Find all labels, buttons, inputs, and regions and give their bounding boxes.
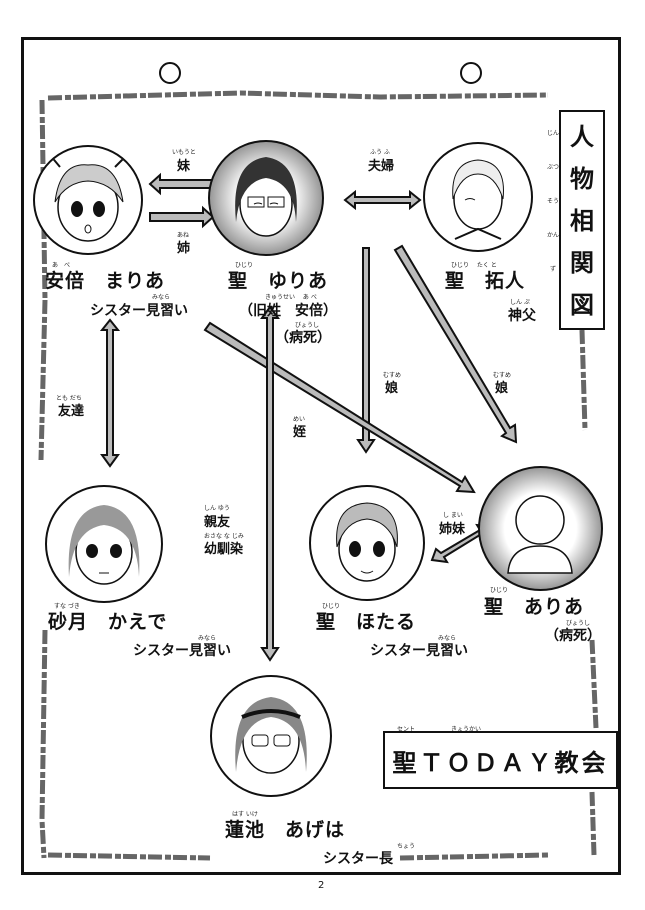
maria-role: シスター見習い — [90, 303, 188, 319]
rel-shimai-ruby: し まい — [443, 512, 463, 519]
aria-silhouette-icon — [507, 495, 573, 574]
maria-name: 安倍 まりあ — [45, 270, 166, 292]
rel-shimai-label: 姉妹 — [439, 522, 466, 537]
title-ruby-3: そう — [547, 198, 560, 205]
aria-note: （病死） — [545, 628, 601, 644]
hotaru-role-ruby: みなら — [438, 635, 457, 642]
portrait-aria — [478, 466, 603, 591]
rel-tomodachi-label: 友達 — [58, 404, 85, 419]
rel-musume2-ruby: むすめ — [493, 372, 512, 379]
church-name-box: 聖ＴＯＤＡＹ教会 — [383, 731, 618, 789]
page-number: 2 — [318, 880, 325, 891]
aria-name: 聖 ありあ — [484, 596, 585, 618]
portrait-takuto — [423, 142, 533, 252]
maria-face-icon — [49, 154, 128, 242]
kaede-role: シスター見習い — [133, 643, 231, 659]
ageha-name: 蓮池 あげは — [225, 819, 346, 841]
arrow-tomodachi — [99, 318, 121, 468]
arrow-musume-hotaru — [356, 247, 376, 454]
rel-ane-ruby: あね — [177, 232, 190, 239]
church-ruby: セント きょうかい — [397, 726, 482, 733]
yuria-note1: （旧姓 安倍） — [239, 303, 337, 319]
yuria-name-ruby: ひじり — [235, 262, 254, 269]
kaede-name: 砂月 かえで — [48, 611, 168, 633]
takuto-role-ruby: しん ぷ — [510, 299, 530, 306]
ageha-role-ruby: ちょう — [397, 843, 416, 850]
takuto-name-ruby: ひじり たく と — [451, 262, 497, 269]
rel-musume1-label: 娘 — [385, 381, 399, 396]
portrait-maria — [33, 145, 143, 255]
inner-border — [38, 90, 599, 861]
rel-shinyuu-label: 親友 — [204, 515, 231, 530]
title-char-2: 物 — [570, 165, 594, 193]
ageha-face-icon — [235, 697, 307, 774]
title-ruby-5: ず — [550, 266, 557, 273]
portrait-kaede — [45, 485, 163, 603]
takuto-role: 神父 — [508, 308, 536, 324]
aria-name-ruby: ひじり — [490, 587, 509, 594]
kaede-role-ruby: みなら — [198, 635, 217, 642]
church-name: 聖ＴＯＤＡＹ教会 — [392, 748, 609, 777]
rel-fuufu-ruby: ふう ふ — [370, 149, 390, 156]
rel-fuufu-label: 夫婦 — [368, 159, 395, 174]
hotaru-role: シスター見習い — [370, 643, 468, 659]
arrow-shinyuu — [260, 305, 280, 662]
maria-name-ruby: あ べ — [52, 262, 71, 269]
takuto-name: 聖 拓人 — [445, 270, 526, 292]
rel-mei-label: 姪 — [293, 425, 307, 440]
maria-role-ruby: みなら — [152, 294, 171, 301]
rel-osananajimi-label: 幼馴染 — [204, 542, 244, 557]
arrow-fuufu — [343, 189, 422, 211]
arrow-ane — [149, 205, 215, 229]
ageha-role: シスター長 — [323, 851, 393, 867]
chart-title-box: 人 物 相 関 図 — [559, 110, 605, 330]
portrait-hotaru — [309, 485, 425, 601]
title-ruby-1: じん — [547, 130, 560, 137]
yuria-note2: （病死） — [275, 330, 331, 346]
title-char-1: 人 — [570, 123, 594, 151]
binder-hole-right — [460, 62, 482, 84]
rel-ane-label: 姉 — [177, 241, 191, 256]
portrait-yuria — [208, 140, 324, 256]
page-frame — [21, 37, 621, 875]
rel-musume2-label: 娘 — [495, 381, 509, 396]
rel-musume1-ruby: むすめ — [383, 372, 402, 379]
hotaru-name: 聖 ほたる — [316, 611, 417, 633]
hotaru-name-ruby: ひじり — [322, 603, 341, 610]
portrait-ageha — [210, 675, 332, 797]
title-char-3: 相 — [570, 207, 594, 235]
rel-imouto-ruby: いもうと — [172, 149, 196, 156]
hotaru-face-icon — [336, 502, 398, 582]
kaede-name-ruby: すな づき — [54, 603, 80, 610]
ageha-name-ruby: はす いけ — [232, 811, 258, 818]
yuria-note1-ruby: きゅうせい あ べ — [265, 294, 317, 301]
title-char-5: 図 — [570, 291, 594, 319]
arrow-musume-aria — [393, 244, 518, 444]
rel-imouto-label: 妹 — [177, 159, 191, 174]
yuria-note2-ruby: びょうし — [295, 322, 320, 329]
takuto-face-icon — [452, 159, 504, 240]
title-char-4: 関 — [570, 249, 594, 277]
kaede-face-icon — [68, 505, 140, 585]
title-ruby-4: かん — [547, 232, 560, 239]
rel-tomodachi-ruby: とも だち — [56, 395, 82, 402]
title-ruby-2: ぶつ — [547, 164, 560, 171]
yuria-face-icon — [235, 157, 297, 237]
rel-shinyuu-ruby: しん ゆう — [204, 505, 230, 512]
arrow-imouto — [148, 172, 213, 196]
yuria-name: 聖 ゆりあ — [228, 270, 329, 292]
binder-hole-left — [159, 62, 181, 84]
arrow-mei — [203, 321, 476, 494]
rel-mei-ruby: めい — [293, 416, 306, 423]
rel-osananajimi-ruby: おさな な じみ — [204, 533, 244, 540]
aria-note-ruby: びょうし — [566, 620, 591, 627]
